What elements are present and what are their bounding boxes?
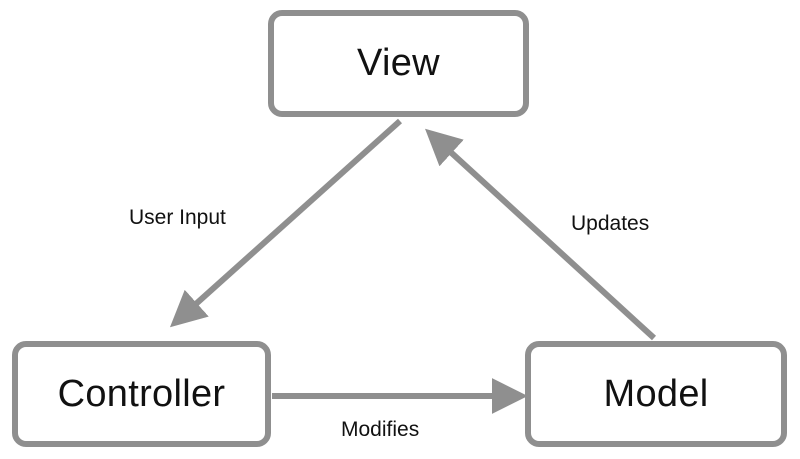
- edge-label-user-input: User Input: [129, 206, 226, 229]
- edge-label-modifies: Modifies: [341, 418, 420, 441]
- model-label: Model: [603, 372, 709, 415]
- controller-label: Controller: [57, 372, 226, 415]
- view-label: View: [357, 42, 440, 84]
- controller-node: Controller: [12, 341, 271, 447]
- edge-label-updates: Updates: [571, 212, 650, 235]
- model-node: Model: [525, 341, 787, 447]
- arrow-model-to-view: [425, 128, 657, 341]
- view-node: View: [268, 10, 529, 117]
